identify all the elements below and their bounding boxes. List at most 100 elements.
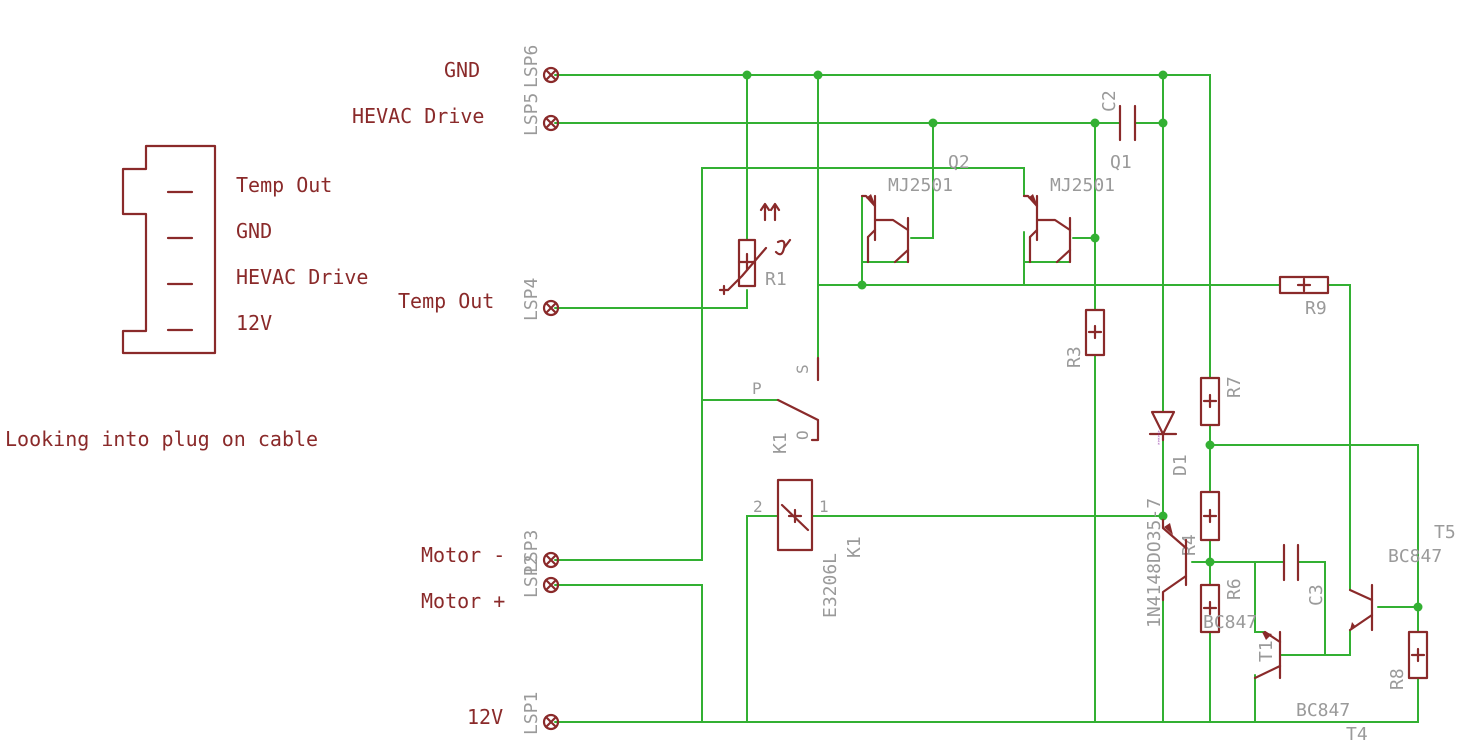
junction-dot xyxy=(1090,233,1100,243)
r7-label: R7 xyxy=(1224,376,1245,398)
transistor-q2: Q2 MJ2501 xyxy=(860,152,970,264)
wire-hevac-q2-base xyxy=(910,122,934,239)
q1-ref-label: Q1 xyxy=(1110,152,1132,173)
relay-k1: 2 1 P S O K1 K1 E3206L xyxy=(752,356,865,618)
relay-pin-p-label: P xyxy=(752,379,762,398)
pad-lsp3 xyxy=(542,551,560,569)
wire-c3-right xyxy=(1297,561,1326,656)
connector-lsp3-label: LSP3 xyxy=(521,530,542,573)
wire-gnd-rail xyxy=(554,74,1211,379)
junction-dot xyxy=(1090,118,1100,128)
r9-label: R9 xyxy=(1305,298,1327,319)
junction-dot xyxy=(857,280,867,290)
resistor-r3: R3 xyxy=(1064,308,1106,368)
relay-pin-o-label: O xyxy=(793,430,812,440)
resistor-r8: R8 xyxy=(1387,630,1429,690)
capacitor-c2: C2 xyxy=(1099,90,1137,142)
wire-q1-feed xyxy=(861,167,1025,197)
connector-lsp1-label: LSP1 xyxy=(521,692,542,735)
plug-outline xyxy=(121,144,217,355)
net-label-gnd: GND xyxy=(444,58,480,82)
resistor-r7: R7 xyxy=(1199,376,1245,427)
r4-label: R4 xyxy=(1179,534,1200,556)
wire-temp-out xyxy=(554,289,748,309)
connector-lsp5-label: LSP5 xyxy=(521,93,542,136)
transistor-t5: T5 BC847 xyxy=(1348,522,1456,632)
t5-value-label: BC847 xyxy=(1388,546,1442,567)
wires xyxy=(554,74,1419,723)
resistor-r4: R4 xyxy=(1179,490,1221,556)
transistor-t4: BC847 T4 xyxy=(1161,518,1368,745)
junction-dot xyxy=(1205,557,1215,567)
net-label-12v: 12V xyxy=(467,705,503,729)
wire-relay-coil-2 xyxy=(746,515,779,723)
r1-label: R1 xyxy=(765,269,787,290)
q1-value-label: MJ2501 xyxy=(1050,175,1115,196)
wire-r7-node-t5 xyxy=(1209,444,1419,633)
transistor-q1: Q1 MJ2501 xyxy=(1022,152,1132,264)
pad-lsp1 xyxy=(542,713,560,731)
junction-dot xyxy=(813,70,823,80)
junction-dot xyxy=(1205,440,1215,450)
junction-dot xyxy=(1158,511,1168,521)
d1-value-label: 1N4148DO35-7 xyxy=(1144,498,1165,628)
net-label-motor-minus: Motor - xyxy=(421,543,505,567)
connector-lsp4-label: LSP4 xyxy=(521,278,542,321)
plug-diagram: Temp Out GND HEVAC Drive 12V Looking int… xyxy=(5,144,368,451)
r3-label: R3 xyxy=(1064,346,1085,368)
r8-label: R8 xyxy=(1387,668,1408,690)
plug-note: Looking into plug on cable xyxy=(5,427,318,451)
d1-ref-label: D1 xyxy=(1170,454,1191,476)
c3-label: C3 xyxy=(1306,584,1327,606)
net-label-temp-out: Temp Out xyxy=(398,289,494,313)
k1-ref-label-top: K1 xyxy=(770,432,791,454)
relay-pin-2-label: 2 xyxy=(753,497,763,516)
connector-pads xyxy=(542,66,560,731)
r6-label: R6 xyxy=(1224,578,1245,600)
capacitor-c3: C3 xyxy=(1282,543,1327,606)
net-label-motor-plus: Motor + xyxy=(421,589,505,613)
diode-d1: »»»»»» D1 1N4148DO35-7 xyxy=(1144,410,1191,628)
pad-lsp2 xyxy=(542,576,560,594)
wire-12v-rail xyxy=(554,677,1419,723)
pad-lsp6 xyxy=(542,66,560,84)
plug-pin-marks xyxy=(166,190,194,332)
junction-dot xyxy=(1158,70,1168,80)
junction-dot xyxy=(928,118,938,128)
wire-t1-base xyxy=(1279,629,1351,656)
pad-lsp4 xyxy=(542,299,560,317)
wire-q1-col-r3 xyxy=(1072,237,1096,311)
wire-motor-minus xyxy=(554,167,863,561)
t4-ref-label: T4 xyxy=(1346,724,1368,745)
relay-contact xyxy=(776,356,820,442)
junction-dot xyxy=(742,70,752,80)
wire-motor-plus xyxy=(554,584,703,723)
wire-t1-collector xyxy=(1254,561,1266,633)
t1-ref-label: T1 xyxy=(1256,640,1277,662)
q2-ref-label: Q2 xyxy=(948,152,970,173)
relay-pin-1-label: 1 xyxy=(819,497,829,516)
plug-pin-1-label: Temp Out xyxy=(236,173,332,197)
junction-dot xyxy=(1413,602,1423,612)
resistor-r6: R6 xyxy=(1199,578,1245,634)
connector-lsp6-label: LSP6 xyxy=(521,45,542,88)
k1-ref-label: K1 xyxy=(844,536,865,558)
plug-pin-3-label: HEVAC Drive xyxy=(236,265,368,289)
resistor-r9: R9 xyxy=(1278,275,1330,319)
plug-pin-2-label: GND xyxy=(236,219,272,243)
t5-ref-label: T5 xyxy=(1434,522,1456,543)
t4-value-label: BC847 xyxy=(1296,700,1350,721)
thermistor-r1: R1 xyxy=(718,202,792,296)
plug-pin-4-label: 12V xyxy=(236,311,272,335)
connector-lsp2-label: LSP2 xyxy=(521,555,542,598)
net-label-hevac-drive: HEVAC Drive xyxy=(352,104,484,128)
q2-value-label: MJ2501 xyxy=(888,175,953,196)
transistor-t1: BC847 T1 xyxy=(1203,612,1282,680)
t1-value-label: BC847 xyxy=(1203,612,1257,633)
relay-pin-s-label: S xyxy=(793,364,812,374)
junction-dot xyxy=(1158,118,1168,128)
c2-label: C2 xyxy=(1099,90,1120,112)
k1-value-label: E3206L xyxy=(820,553,841,618)
wire-r9-right xyxy=(1327,284,1351,591)
